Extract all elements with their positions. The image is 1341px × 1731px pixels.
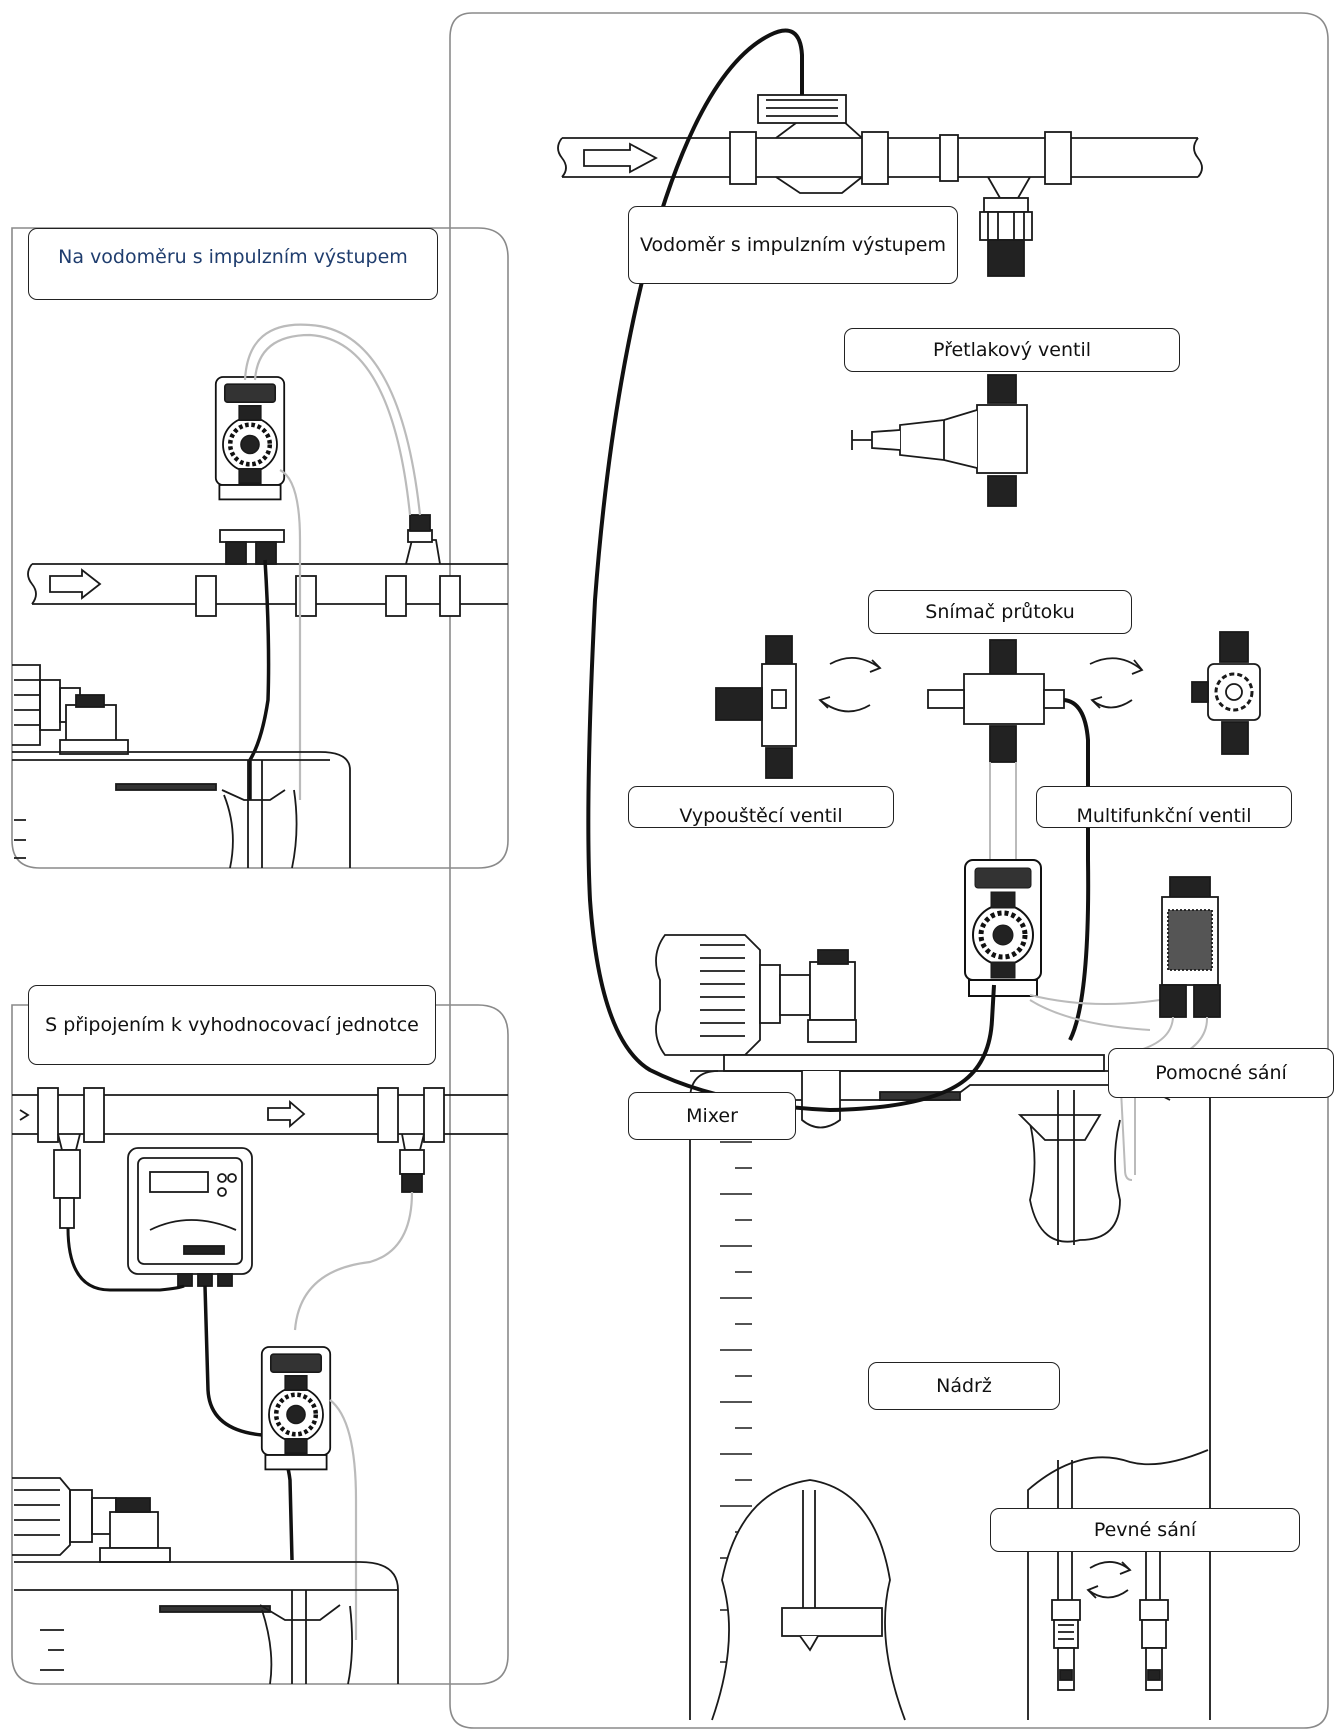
auxiliary-suction-device [1139, 876, 1221, 1061]
mixer-motor [655, 934, 857, 1056]
label-fixed-suction: Pevné sání [990, 1508, 1300, 1552]
dosing-pump [965, 860, 1041, 996]
flow-sensor [927, 639, 1144, 763]
label-tank: Nádrž [868, 1362, 1060, 1410]
label-multifunction-valve: Multifunkční ventil [1036, 786, 1292, 828]
label-flow-sensor: Snímač průtoku [868, 590, 1132, 634]
label-mixer: Mixer [628, 1092, 796, 1140]
label-pressure-relief-valve: Přetlakový ventil [844, 328, 1180, 372]
main-installation-panel [449, 12, 1329, 1729]
label-drain-valve: Vypouštěcí ventil [628, 786, 894, 828]
evaluation-unit [127, 1147, 253, 1287]
label-impulse-meter-panel: Na vodoměru s impulzním výstupem [28, 228, 438, 300]
multifunction-valve [1191, 631, 1261, 755]
label-auxiliary-suction: Pomocné sání [1108, 1048, 1334, 1098]
signal-cable [586, 28, 996, 1113]
pressure-relief-valve [851, 374, 1028, 507]
drain-valve [715, 635, 882, 779]
label-water-meter: Vodoměr s impulzním výstupem [628, 206, 958, 284]
impulse-meter-panel [11, 227, 509, 869]
evaluation-unit-panel [11, 1004, 509, 1685]
label-evaluation-unit-panel: S připojením k vyhodnocovací jednotce [28, 985, 436, 1065]
main-pipe [557, 94, 1203, 277]
